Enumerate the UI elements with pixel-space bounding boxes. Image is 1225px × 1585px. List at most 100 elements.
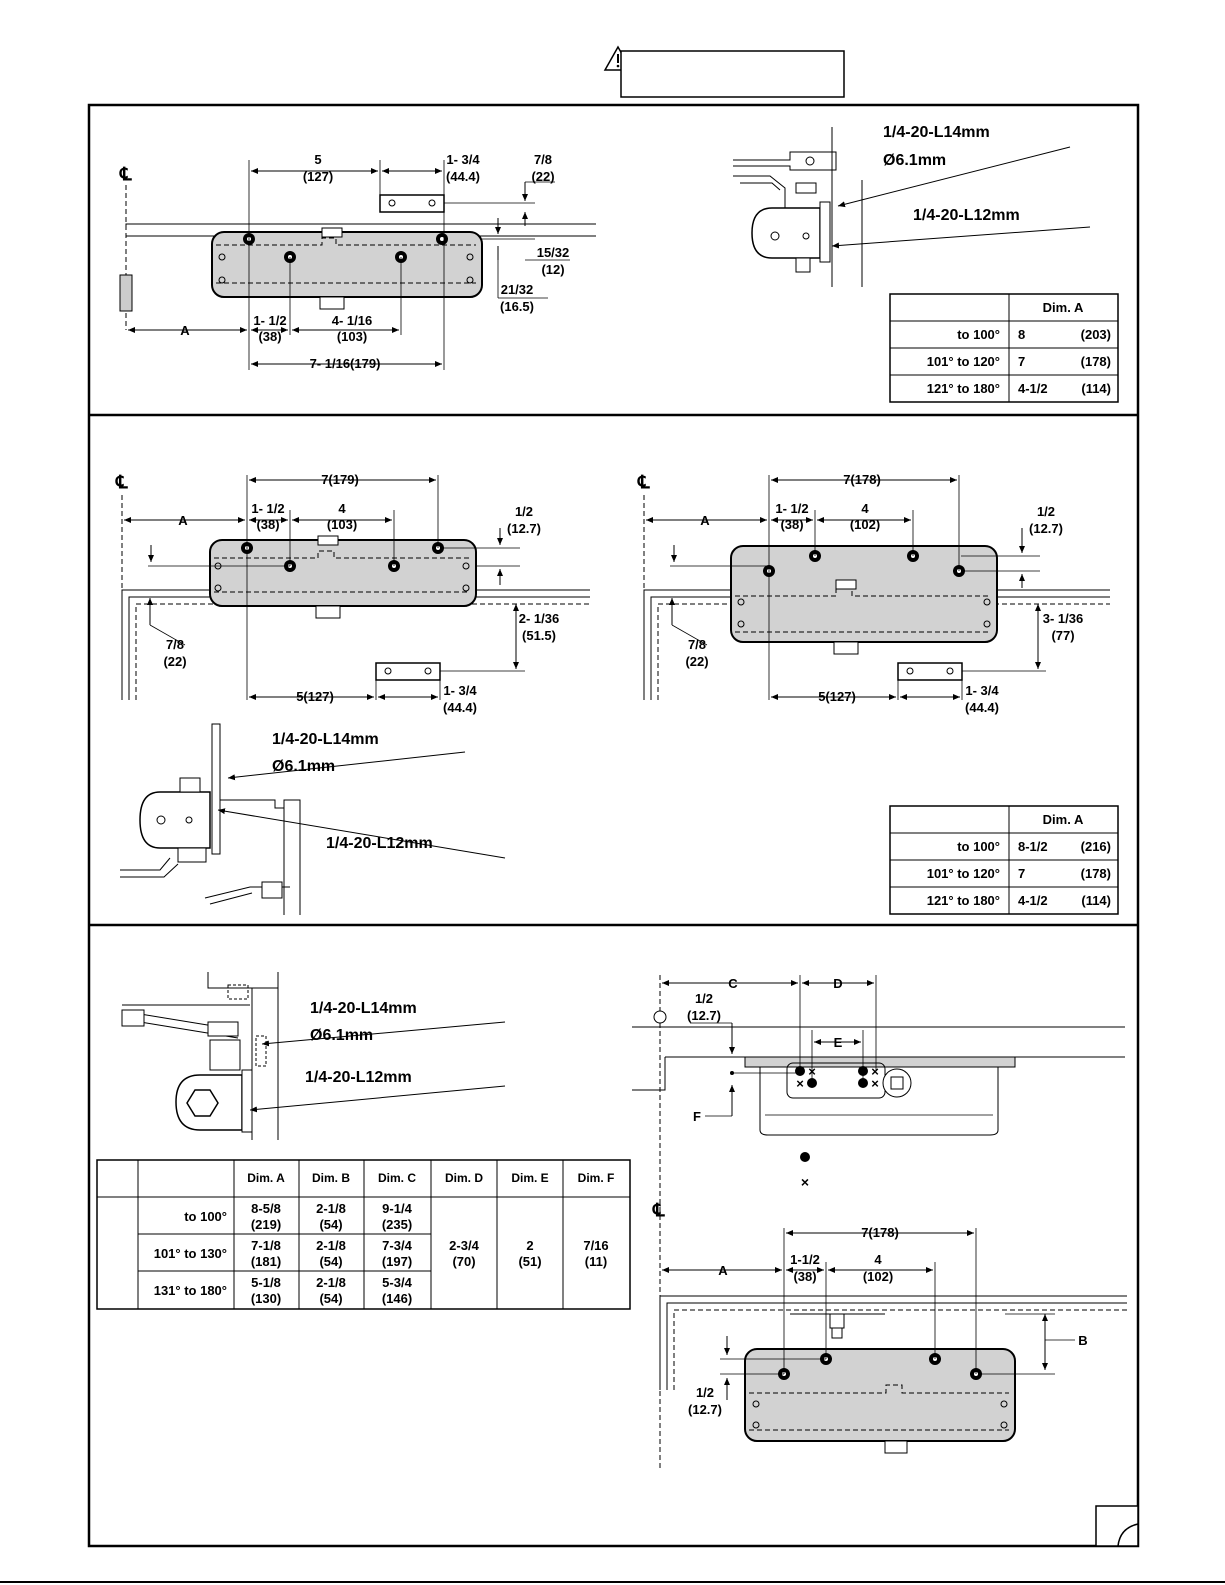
table-header: Dim. B bbox=[312, 1171, 350, 1185]
screw-label: Ø6.1mm bbox=[272, 758, 335, 775]
dim-label: 1- 1/2 bbox=[251, 501, 284, 516]
dim-label: (44.4) bbox=[965, 700, 999, 715]
warning-box bbox=[620, 50, 845, 98]
dim-label: 1/2 bbox=[1037, 504, 1055, 519]
dim-label: B bbox=[1078, 1333, 1087, 1348]
table-cell: (130) bbox=[251, 1291, 281, 1306]
centerline-symbol: ℄ bbox=[115, 472, 128, 492]
dim-label: (38) bbox=[793, 1269, 816, 1284]
table-cell: 7-1/8 bbox=[251, 1238, 281, 1253]
table-cell: to 100° bbox=[957, 327, 1000, 342]
fig3-bottom-diagram: ℄ 7(178) A 1-1/2 (38) 4 bbox=[652, 1200, 1127, 1454]
dim-label: 1/2 bbox=[696, 1385, 714, 1400]
table-cell: 2-1/8 bbox=[316, 1201, 346, 1216]
dim-label: (12.7) bbox=[1029, 521, 1063, 536]
table-cell: 121° to 180° bbox=[927, 381, 1000, 396]
fig1-side-view: 1/4-20-L14mm Ø6.1mm 1/4-20-L12mm bbox=[733, 124, 1091, 287]
table-cell: 5-3/4 bbox=[382, 1275, 412, 1290]
dim-label: 7(178) bbox=[843, 472, 881, 487]
table-cell: (51) bbox=[518, 1254, 541, 1269]
table-cell: 4-1/2 bbox=[1018, 893, 1048, 908]
dim-label: 5(127) bbox=[296, 689, 334, 704]
dim-label: C bbox=[728, 976, 738, 991]
table-cell: 4-1/2 bbox=[1018, 381, 1048, 396]
screw-label: 1/4-20-L14mm bbox=[272, 731, 379, 748]
table-cell: 8-1/2 bbox=[1018, 839, 1048, 854]
dim-label: (103) bbox=[337, 329, 367, 344]
dim-label: 7/8 bbox=[534, 152, 552, 167]
dim-label: (38) bbox=[258, 329, 281, 344]
table-header: Dim. F bbox=[578, 1171, 615, 1185]
table-cell: 7/16 bbox=[583, 1238, 608, 1253]
dim-label: A bbox=[180, 323, 190, 338]
screw-label: 1/4-20-L12mm bbox=[326, 835, 433, 852]
dim-label: (102) bbox=[863, 1269, 893, 1284]
table-cell: (178) bbox=[1081, 866, 1111, 881]
dim-label: 4 bbox=[874, 1252, 882, 1267]
dim-label: (77) bbox=[1051, 628, 1074, 643]
screw-label: Ø6.1mm bbox=[883, 152, 946, 169]
mount-hole bbox=[436, 233, 448, 245]
fig3-top-diagram: × × × × × C D E F 1/2 (12.7) bbox=[632, 975, 1125, 1470]
dim-label: 4 bbox=[861, 501, 869, 516]
table-cell: (203) bbox=[1081, 327, 1111, 342]
table-cell: 2-3/4 bbox=[449, 1238, 479, 1253]
dim-label: (16.5) bbox=[500, 299, 534, 314]
table-cell: (54) bbox=[319, 1217, 342, 1232]
dim-label: 7(179) bbox=[321, 472, 359, 487]
dim-label: 7/8 bbox=[688, 637, 706, 652]
dim-label: 2- 1/36 bbox=[519, 611, 559, 626]
dim-label: 1- 3/4 bbox=[446, 152, 480, 167]
table-cell: (235) bbox=[382, 1217, 412, 1232]
hole-legend-icon bbox=[800, 1152, 810, 1162]
table-cell: 121° to 180° bbox=[927, 893, 1000, 908]
dim-label: 7(178) bbox=[861, 1225, 899, 1240]
dim-label: 5 bbox=[314, 152, 321, 167]
table-cell: to 100° bbox=[957, 839, 1000, 854]
table-cell: (216) bbox=[1081, 839, 1111, 854]
table-cell: (197) bbox=[382, 1254, 412, 1269]
fig2-dim-table: Dim. A to 100° 8-1/2 (216) 101° to 120° … bbox=[889, 805, 1119, 915]
dim-label: E bbox=[834, 1035, 843, 1050]
dim-label: (38) bbox=[256, 517, 279, 532]
dim-label: (44.4) bbox=[443, 700, 477, 715]
dim-label: A bbox=[700, 513, 710, 528]
table-header: Dim. A bbox=[247, 1171, 285, 1185]
dim-label: 1- 3/4 bbox=[965, 683, 999, 698]
screw-label: 1/4-20-L14mm bbox=[310, 1000, 417, 1017]
table-header: Dim. C bbox=[378, 1171, 416, 1185]
dim-label: 1- 1/2 bbox=[775, 501, 808, 516]
outer-frame bbox=[87, 103, 1140, 1548]
table-cell: (146) bbox=[382, 1291, 412, 1306]
svg-text:×: × bbox=[871, 1064, 879, 1079]
dim-label: (22) bbox=[531, 169, 554, 184]
dim-label: 3- 1/36 bbox=[1043, 611, 1083, 626]
table-cell: (114) bbox=[1081, 381, 1111, 396]
centerline-symbol: ℄ bbox=[637, 472, 650, 492]
table-cell: 8-5/8 bbox=[251, 1201, 281, 1216]
table-cell: (178) bbox=[1081, 354, 1111, 369]
screw-label: Ø6.1mm bbox=[310, 1027, 373, 1044]
table-cell: 7-3/4 bbox=[382, 1238, 412, 1253]
dim-label: 7/8 bbox=[166, 637, 184, 652]
svg-text:×: × bbox=[871, 1076, 879, 1091]
fig1-mounting-diagram: ℄ bbox=[119, 124, 1119, 403]
dim-label: (22) bbox=[685, 654, 708, 669]
fig2-right-diagram: ℄ 7(17 bbox=[637, 472, 1110, 715]
table-cell: 101° to 120° bbox=[927, 866, 1000, 881]
dim-label: (22) bbox=[163, 654, 186, 669]
dim-label: (38) bbox=[780, 517, 803, 532]
fig3-dim-table: Dim. A Dim. B Dim. C Dim. D Dim. E Dim. … bbox=[96, 1159, 631, 1310]
table-cell: 101° to 120° bbox=[927, 354, 1000, 369]
dim-label: 1/2 bbox=[515, 504, 533, 519]
table-cell: 9-1/4 bbox=[382, 1201, 412, 1216]
dim-label: (12.7) bbox=[687, 1008, 721, 1023]
table-cell: (219) bbox=[251, 1217, 281, 1232]
closer-body bbox=[209, 539, 477, 607]
closer-body bbox=[744, 1348, 1016, 1442]
table-cell: (70) bbox=[452, 1254, 475, 1269]
svg-text:×: × bbox=[796, 1076, 804, 1091]
dim-label: A bbox=[178, 513, 188, 528]
dim-label: (44.4) bbox=[446, 169, 480, 184]
